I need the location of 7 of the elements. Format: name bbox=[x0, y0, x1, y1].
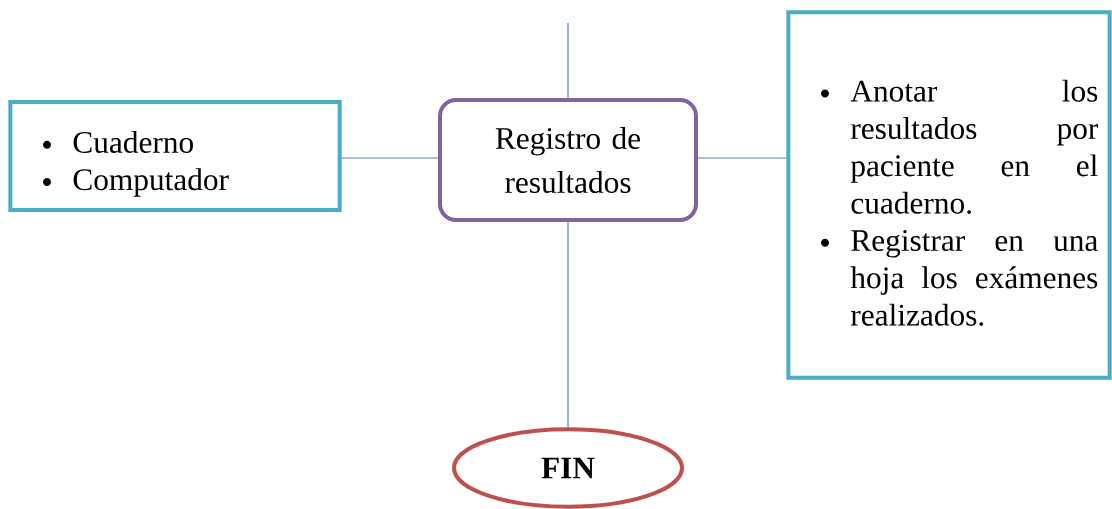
connector-line bbox=[567, 22, 569, 99]
connector-line bbox=[697, 157, 787, 159]
connector-line bbox=[341, 157, 439, 159]
bullet-list-box: Anotar los resultados por paciente en el cuaderno. Registrar en una hoja los exámenes realizados. bbox=[786, 10, 1112, 380]
connector-line bbox=[567, 221, 569, 428]
process-box: Registro de resultados bbox=[438, 98, 698, 222]
bullet-list-box: Cuaderno Computador bbox=[8, 100, 342, 212]
